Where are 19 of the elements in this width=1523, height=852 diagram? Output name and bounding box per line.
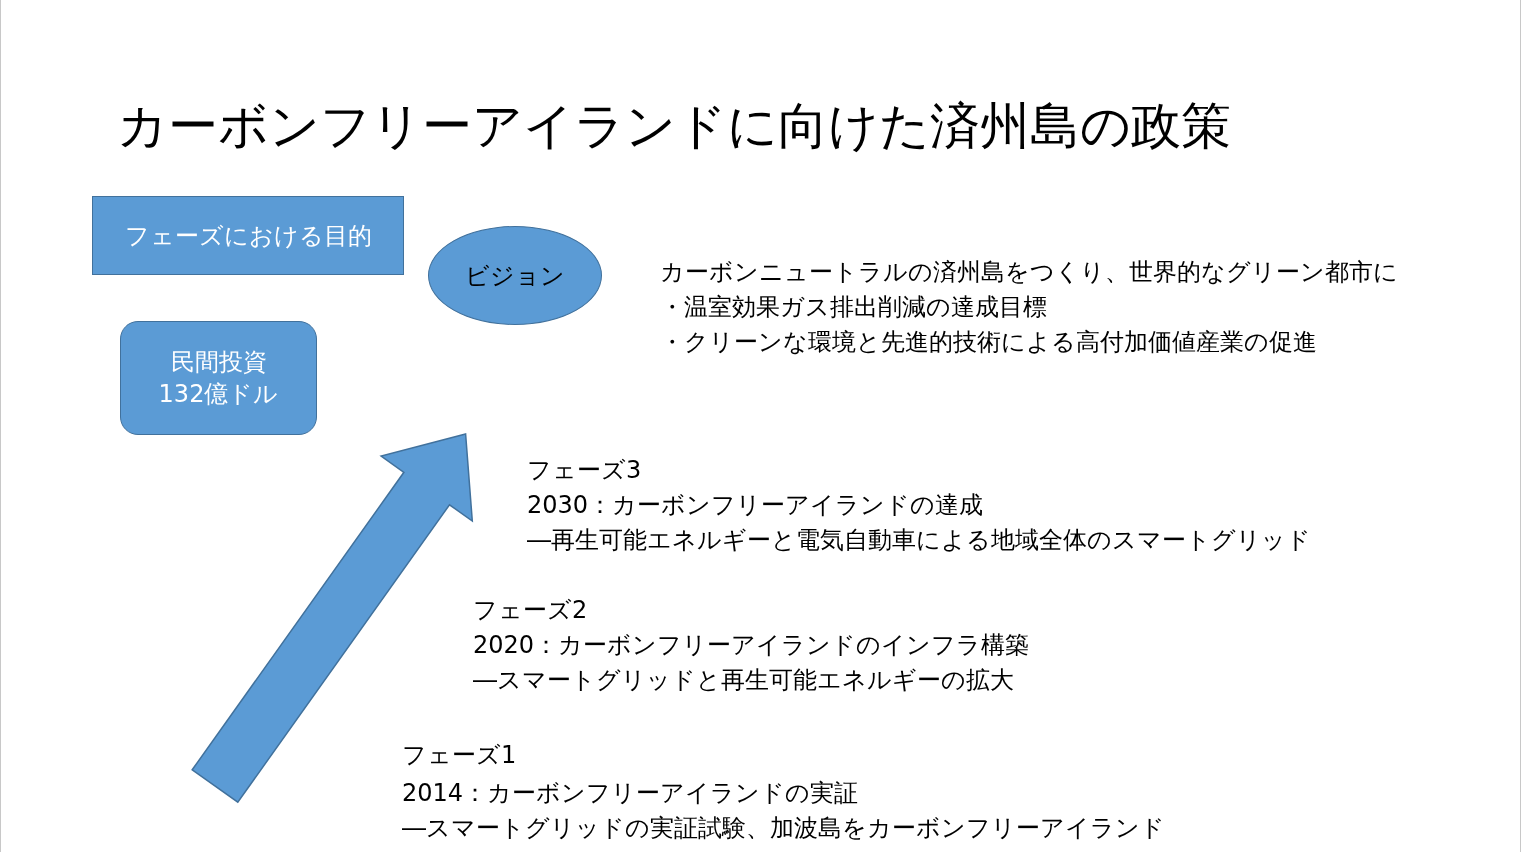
- phase-heading: フェーズ3: [527, 455, 642, 485]
- investment-label: 民間投資: [170, 347, 267, 378]
- investment-amount: 132億ドル: [158, 379, 279, 410]
- bullet-item: ・温室効果ガス排出削減の達成目標: [660, 292, 1047, 322]
- milestone-text: 2020：カーボンフリーアイランドのインフラ構築: [473, 630, 1030, 660]
- phase-heading: フェーズ1: [402, 740, 517, 770]
- milestone-text: 2014：カーボンフリーアイランドの実証: [402, 778, 859, 808]
- vision-statement: カーボンニュートラルの済州島をつくり、世界的なグリーン都市に: [660, 257, 1398, 287]
- phase-heading: フェーズ2: [473, 595, 588, 625]
- slide-title: カーボンフリーアイランドに向けた済州島の政策: [117, 96, 1231, 157]
- milestone-text: 2030：カーボンフリーアイランドの達成: [527, 490, 984, 520]
- purpose-label: フェーズにおける目的: [124, 220, 372, 252]
- header-panel: [92, 196, 404, 275]
- vision-label: ビジョン: [465, 260, 565, 292]
- investment-panel: [120, 321, 317, 435]
- bullet-item: ・クリーンな環境と先進的技術による高付加価値産業の促進: [660, 327, 1317, 357]
- description-text: ―再生可能エネルギーと電気自動車による地域全体のスマートグリッド: [527, 525, 1311, 555]
- description-text: ―スマートグリッドと再生可能エネルギーの拡大: [473, 665, 1014, 695]
- description-text: ―スマートグリッドの実証試験、加波島をカーボンフリーアイランド: [402, 813, 1165, 843]
